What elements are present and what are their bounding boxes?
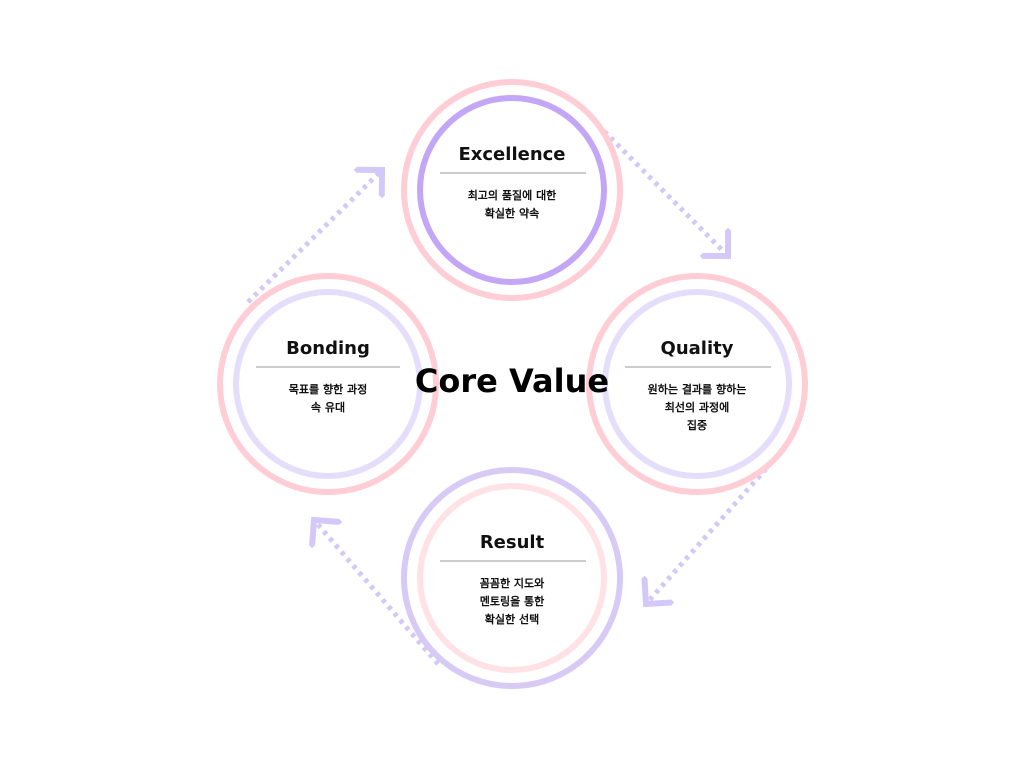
result-desc-line-1: 꼼꼼한 지도와 (480, 576, 545, 590)
bonding-title: Bonding (286, 338, 370, 359)
connector-arrows (246, 123, 774, 666)
quality-title: Quality (661, 338, 734, 359)
bonding-desc-line-1: 목표를 향한 과정 (289, 382, 368, 396)
excellence-title: Excellence (458, 144, 565, 165)
excellence-inner-ring (417, 95, 607, 285)
result-inner-ring (417, 483, 607, 673)
excellence-desc-line-2: 확실한 약속 (485, 206, 539, 220)
result-desc-line-2: 멘토링을 통한 (480, 594, 545, 608)
node-bonding: Bonding 목표를 향한 과정 속 유대 (217, 273, 439, 495)
quality-desc-line-3: 집중 (687, 418, 707, 432)
center-title: Core Value (415, 362, 609, 400)
arrow-bonding-to-excellence (246, 170, 382, 304)
excellence-desc-line-1: 최고의 품질에 대한 (468, 188, 557, 202)
quality-inner-ring (602, 289, 792, 479)
result-desc-line-3: 확실한 선택 (485, 612, 539, 626)
quality-desc-line-1: 원하는 결과를 향하는 (648, 382, 747, 396)
bonding-desc-line-2: 속 유대 (311, 400, 345, 414)
node-excellence: Excellence 최고의 품질에 대한 확실한 약속 (401, 79, 623, 301)
result-title: Result (480, 532, 545, 553)
quality-desc-line-2: 최선의 과정에 (665, 400, 730, 414)
bonding-inner-ring (233, 289, 423, 479)
node-result: Result 꼼꼼한 지도와 멘토링을 통한 확실한 선택 (401, 467, 623, 689)
node-quality: Quality 원하는 결과를 향하는 최선의 과정에 집중 (586, 273, 808, 495)
arrow-excellence-to-quality (596, 123, 728, 256)
